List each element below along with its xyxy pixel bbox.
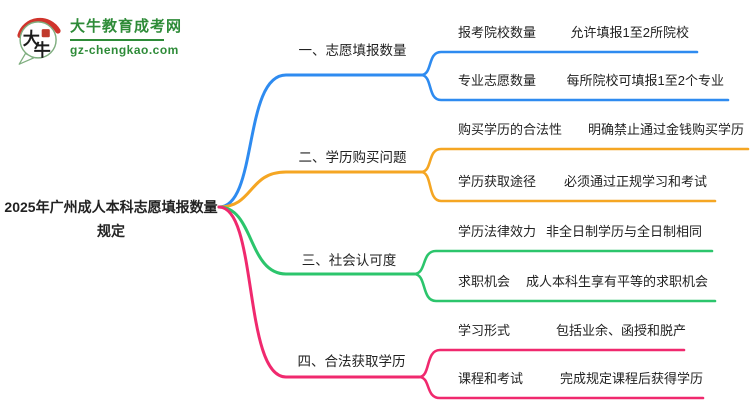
leaf-desc: 包括业余、函授和脱产: [555, 323, 686, 338]
leaf-label: 课程和考试: [458, 371, 524, 386]
leaf-desc: 非全日制学历与全日制相同: [545, 224, 702, 239]
leaf-desc: 成人本科生享有平等的求职机会: [525, 274, 708, 289]
leaf-label: 报考院校数量: [458, 25, 537, 40]
root-node: 2025年广州成人本科志愿填报数量规定: [4, 199, 218, 239]
leaf-label: 学历获取途径: [458, 174, 537, 189]
leaf-row: 专业志愿数量 每所院校可填报1至2个专业: [440, 69, 750, 93]
branch-label-4: 四、合法获取学历: [297, 354, 406, 369]
leaf-row: 学历获取途径 必须通过正规学习和考试: [440, 170, 750, 194]
leaf-row: 课程和考试 完成规定课程后获得学历: [440, 367, 750, 391]
connector-path: [217, 73, 423, 209]
logo-divider: [70, 39, 164, 41]
leaf-label: 学习形式: [458, 323, 511, 338]
leaf-desc: 必须通过正规学习和考试: [563, 174, 707, 189]
leaf-label: 专业志愿数量: [458, 73, 537, 88]
site-logo[interactable]: 大 牛 大牛教育成考网 gz-chengkao.com: [12, 12, 182, 66]
leaf-label: 购买学历的合法性: [458, 122, 563, 137]
logo-text-block: 大牛教育成考网 gz-chengkao.com: [70, 12, 182, 57]
leaf-desc: 明确禁止通过金钱购买学历: [587, 122, 744, 137]
leaf-row: 学历法律效力 非全日制学历与全日制相同: [440, 220, 750, 244]
site-name: 大牛教育成考网: [70, 18, 183, 35]
leaf-row: 学习形式 包括业余、函授和脱产: [440, 319, 750, 343]
branch-label-2: 二、学历购买问题: [298, 150, 407, 165]
svg-text:牛: 牛: [34, 40, 51, 60]
branch-label-3: 三、社会认可度: [301, 253, 397, 268]
logo-bubble-icon: 大 牛: [17, 17, 61, 65]
connector-path: [419, 147, 750, 174]
leaf-desc: 完成规定课程后获得学历: [559, 371, 703, 386]
leaf-label: 学历法律效力: [458, 224, 537, 239]
site-url: gz-chengkao.com: [70, 43, 179, 57]
connector-path: [217, 170, 423, 209]
leaf-desc: 每所院校可填报1至2个专业: [566, 73, 724, 88]
branch-label-1: 一、志愿填报数量: [298, 43, 407, 58]
leaf-row: 求职机会 成人本科生享有平等的求职机会: [440, 270, 750, 294]
svg-text:大: 大: [23, 28, 40, 48]
leaf-label: 求职机会: [458, 274, 511, 289]
leaf-row: 购买学历的合法性 明确禁止通过金钱购买学历: [440, 118, 750, 142]
leaf-row: 报考院校数量 允许填报1至2所院校: [440, 21, 750, 45]
leaf-desc: 允许填报1至2所院校: [570, 25, 689, 40]
